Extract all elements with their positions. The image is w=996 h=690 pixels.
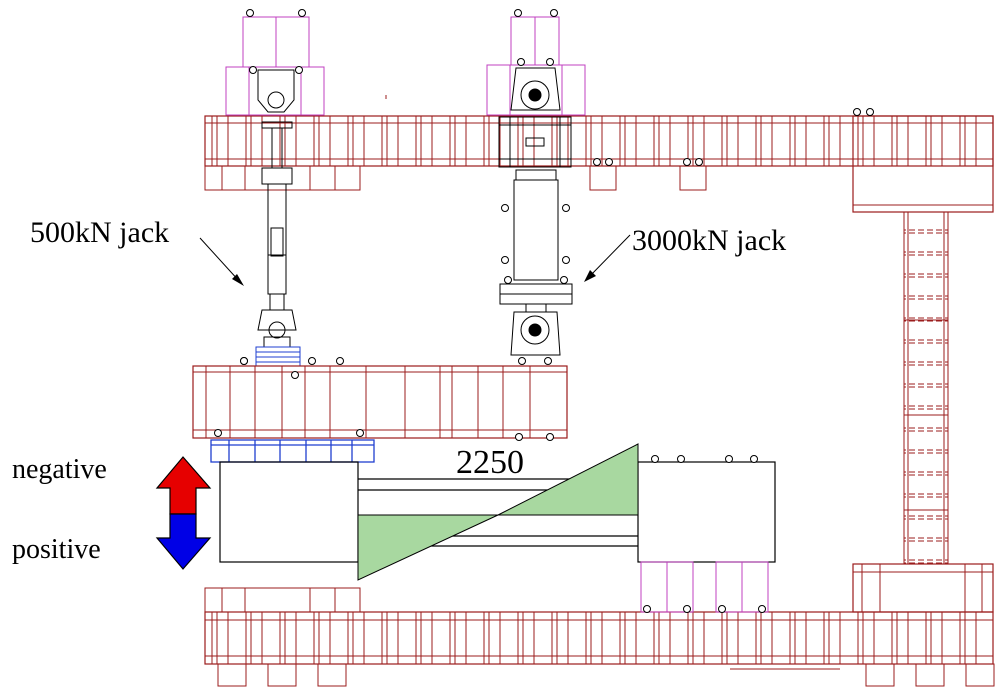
base-beam xyxy=(204,587,995,687)
reaction-column xyxy=(852,115,994,613)
jack-500kn-label: 500kN jack xyxy=(30,216,170,249)
top-reaction-beam xyxy=(204,115,994,191)
jack-3000kn-leader xyxy=(584,234,631,282)
positive-direction-label: positive xyxy=(12,534,101,565)
jack-3000kn-label: 3000kN jack xyxy=(632,224,787,257)
load-direction-arrow xyxy=(155,456,212,570)
loading-beam xyxy=(192,365,568,439)
jack-500kn-leader xyxy=(199,237,244,286)
bottom-supports xyxy=(640,561,769,613)
beam-anchor-bolts xyxy=(589,108,874,191)
jack-500kn xyxy=(240,9,316,365)
load-cell-left xyxy=(225,16,325,116)
load-cell-right xyxy=(486,16,586,116)
specimen-bolts xyxy=(651,455,758,463)
negative-direction-arrow xyxy=(155,456,212,515)
jack-3000kn xyxy=(498,9,573,365)
bearing-plate-top-left xyxy=(255,346,301,367)
moment-diagram xyxy=(357,443,639,581)
bearing-plate-bottom xyxy=(210,439,375,463)
span-dimension-label: 2250 xyxy=(456,444,524,481)
positive-direction-arrow xyxy=(155,513,212,570)
negative-direction-label: negative xyxy=(12,454,107,485)
loading-beam-bolts xyxy=(214,429,554,441)
